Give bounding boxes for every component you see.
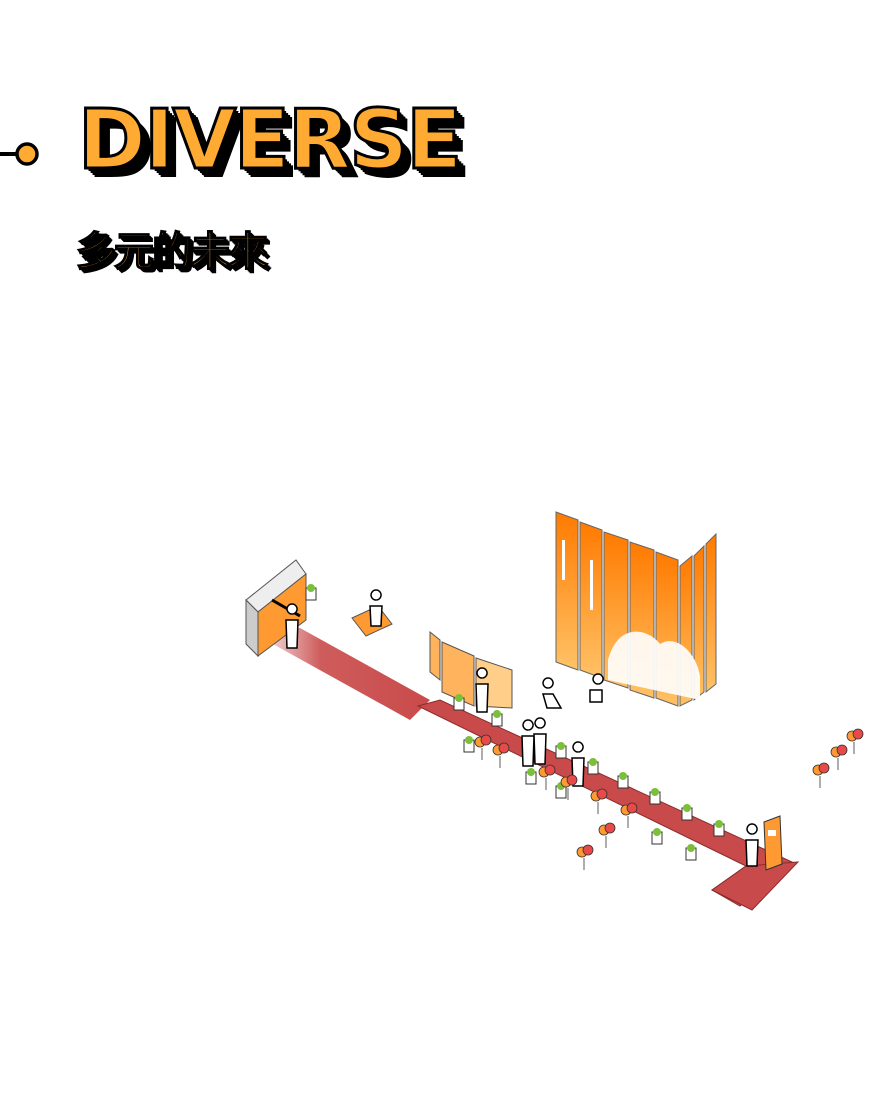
- display-boards: [429, 630, 513, 709]
- person-silhouette-icon: [285, 589, 759, 867]
- node-connector-icon: [0, 142, 39, 166]
- feature-panels: [555, 511, 717, 707]
- page-title: DIVERSE: [76, 93, 463, 188]
- page-subtitle: 多元的未來: [75, 229, 269, 275]
- title-block: DIVERSE: [76, 93, 558, 210]
- balloon-cluster-icon: [474, 728, 864, 870]
- red-carpet: [262, 628, 800, 911]
- planter-box-icon: [305, 584, 725, 861]
- signage-stand: [763, 815, 783, 871]
